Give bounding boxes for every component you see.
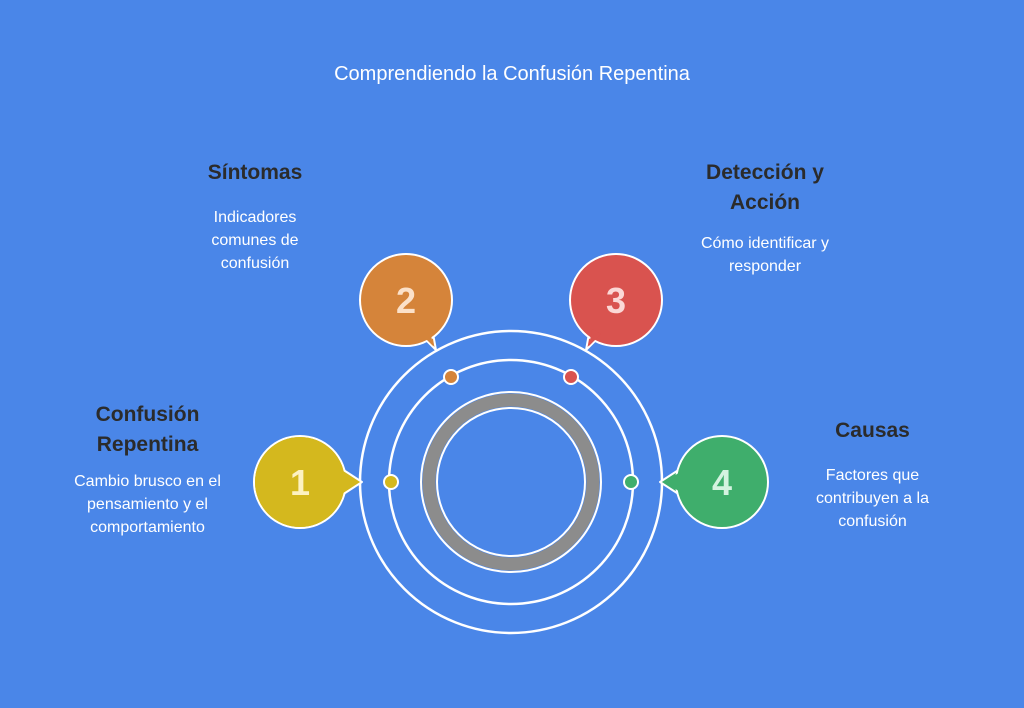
step-4-heading-line: Causas	[835, 419, 910, 442]
step-1-heading: Confusión Repentina	[40, 400, 255, 460]
outer-ring	[358, 329, 664, 635]
marker-dot-1	[383, 474, 399, 490]
step-2-description: Indicadores comunes de confusión	[170, 206, 340, 275]
step-2-bubble: 2	[359, 253, 453, 351]
inner-core-ring	[422, 393, 600, 571]
diagram-title: Comprendiendo la Confusión Repentina	[334, 63, 690, 85]
step-2-heading-line: Síntomas	[207, 161, 303, 184]
step-4-desc-line: Factores que	[825, 467, 920, 484]
step-1-desc-line: comportamiento	[90, 519, 205, 536]
step-1-description: Cambio brusco en el pensamiento y el com…	[40, 470, 255, 539]
step-3-bubble: 3	[569, 253, 663, 351]
step-3-number: 3	[606, 280, 626, 321]
step-1-desc-line: pensamiento y el	[87, 496, 208, 513]
step-3-text: Detección y Acción Cómo identificar y re…	[670, 158, 860, 278]
step-4-description: Factores que contribuyen a la confusión	[775, 464, 970, 533]
step-3-heading-line: Acción	[729, 191, 800, 214]
step-3-heading-line: Detección y	[706, 161, 824, 184]
step-1-bubble: 1	[253, 435, 363, 529]
step-4-number: 4	[712, 462, 732, 503]
step-3-heading: Detección y Acción	[670, 158, 860, 218]
marker-dot-4	[623, 474, 639, 490]
step-1-heading-line: Repentina	[96, 433, 199, 456]
step-4-bubble: 4	[659, 435, 769, 529]
marker-dot-2	[443, 369, 459, 385]
step-2-number: 2	[396, 280, 416, 321]
step-1-heading-line: Confusión	[95, 403, 200, 426]
step-2-desc-line: confusión	[220, 255, 290, 272]
inner-core-ring-inline	[436, 407, 586, 557]
step-1-number: 1	[290, 462, 310, 503]
step-4-text: Causas Factores que contribuyen a la con…	[775, 416, 970, 533]
step-4-desc-line: confusión	[838, 513, 907, 530]
step-4-desc-line: contribuyen a la	[816, 490, 929, 507]
step-4-heading: Causas	[775, 416, 970, 446]
step-2-desc-line: comunes de	[211, 232, 299, 249]
marker-dot-3	[563, 369, 579, 385]
step-2-desc-line: Indicadores	[213, 209, 297, 226]
inner-core-ring-outline	[420, 391, 602, 573]
step-3-desc-line: Cómo identificar y	[700, 235, 830, 252]
step-2-text: Síntomas Indicadores comunes de confusió…	[170, 158, 340, 275]
step-3-description: Cómo identificar y responder	[670, 232, 860, 278]
step-1-desc-line: Cambio brusco en el	[74, 473, 221, 490]
step-3-desc-line: responder	[728, 258, 802, 275]
step-2-heading: Síntomas	[170, 158, 340, 188]
step-1-text: Confusión Repentina Cambio brusco en el …	[40, 400, 255, 539]
